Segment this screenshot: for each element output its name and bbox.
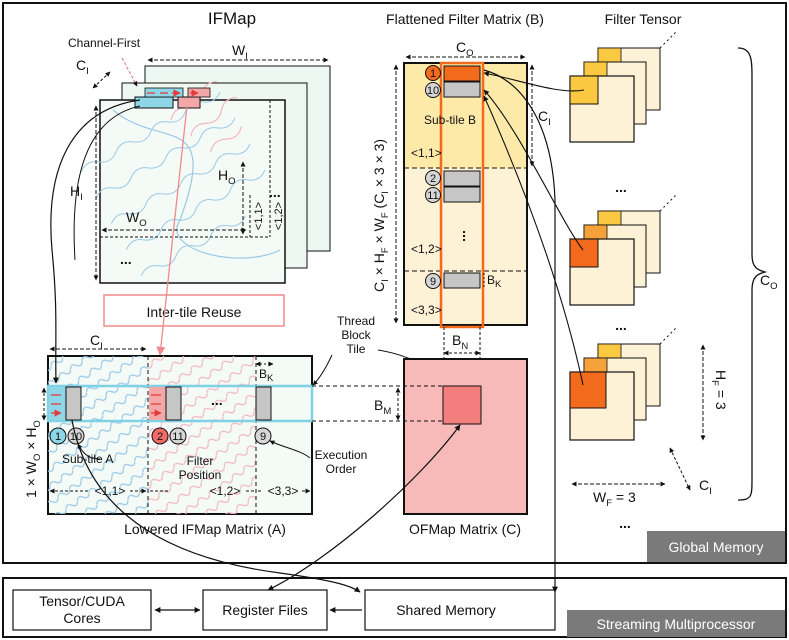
tensor-cores-label-1: Tensor/CUDA <box>39 593 125 609</box>
filter-tensor-ci-label: CI <box>699 477 712 497</box>
ifmap-ho-label: HO <box>218 167 236 187</box>
ifmap-to-lowered-arrow-1 <box>50 99 141 384</box>
ifmap-wi-label: WI <box>232 42 248 62</box>
ifmap-tensor <box>80 57 331 284</box>
lowered-pos-12: <1,2> <box>210 484 241 498</box>
filter-tensor-co-label: CO <box>760 272 778 292</box>
filter-matrix-dots: ... <box>460 230 476 242</box>
filter-tensor-to-matrix-3 <box>483 95 584 386</box>
lowered-bk-label: BK <box>259 367 274 384</box>
ofmap-bm-label: BM <box>374 397 391 417</box>
sm-label-bg <box>567 610 785 637</box>
inter-tile-reuse-box <box>103 294 285 327</box>
tensor-cores-label-2: Cores <box>63 610 100 626</box>
order-2: 2 <box>157 431 163 443</box>
lowered-pos-11: <1,1> <box>95 484 126 498</box>
thread-block-label-1: Thread <box>337 314 375 328</box>
filter-tensor-to-matrix-1 <box>483 71 585 92</box>
filter-matrix-order-10: 10 <box>427 85 439 97</box>
order-11: 11 <box>172 431 183 443</box>
ifmap-pos-a: <1,1> <box>253 202 265 230</box>
ifmap-title: IFMap <box>208 9 256 28</box>
filter-position-label-2: Position <box>179 468 222 482</box>
ofmap-title: OFMap Matrix (C) <box>409 521 521 537</box>
thread-block-label-3: Tile <box>347 342 366 356</box>
filter-matrix-co-label: CO <box>456 39 474 59</box>
filter-to-shared-arrow <box>483 69 558 593</box>
lowered-ci-label: CI <box>90 332 103 352</box>
filter-tensor-dots-2: ... <box>615 317 627 333</box>
ofmap-bn-label: BN <box>452 332 468 352</box>
filter-matrix-rows-label: CI × HF × WF (CI × 3 × 3) <box>371 139 391 292</box>
filter-tensor-dots-3: ... <box>619 515 631 531</box>
lowered-pos-33: <3,3> <box>268 484 299 498</box>
execution-order-label-1: Execution <box>315 448 368 462</box>
filter-matrix-title: Flattened Filter Matrix (B) <box>386 11 544 27</box>
filter-tensor <box>569 31 768 501</box>
register-to-ofmap-arrow <box>267 424 461 591</box>
filter-tensor-wf-label: WF = 3 <box>593 489 636 509</box>
lowered-row-label: 1 × WO × HO <box>23 420 43 498</box>
channel-first-label: Channel-First <box>68 36 141 50</box>
filter-matrix-order-11: 11 <box>427 190 438 202</box>
filter-matrix-pos-11: <1,1> <box>411 146 442 160</box>
ifmap-ci-label: CI <box>76 57 89 77</box>
thread-block-arrow-a <box>312 354 333 386</box>
register-files-box <box>202 589 328 631</box>
subtile-b-label: Sub-tile B <box>424 113 476 127</box>
filter-tensor-title: Filter Tensor <box>605 11 682 27</box>
execution-order-label-2: Order <box>326 462 357 476</box>
global-memory-label: Global Memory <box>669 539 764 555</box>
ifmap-wo-label: WO <box>126 209 147 229</box>
filter-tensor-to-matrix-2 <box>483 89 584 251</box>
reuse-arrow <box>156 105 188 356</box>
filter-tensor-hf-label: HF = 3 <box>709 370 729 410</box>
ifmap-hi-label: HI <box>70 183 83 203</box>
filter-matrix-ci-label: CI <box>538 108 551 128</box>
tensor-cores-box <box>12 589 152 631</box>
lowered-matrix-title: Lowered IFMap Matrix (A) <box>124 521 286 537</box>
order-1: 1 <box>55 431 61 443</box>
sm-label: Streaming Multiprocessor <box>597 616 756 632</box>
ofmap-matrix <box>312 358 528 515</box>
subtile-a-label: Sub-tile A <box>62 452 113 466</box>
inter-tile-reuse-label: Inter-tile Reuse <box>147 304 242 320</box>
ifmap-dots-v: ... <box>269 184 281 200</box>
ifmap-pos-b: <1,2> <box>273 202 285 230</box>
lowered-dots: ... <box>211 392 223 408</box>
filter-tensor-dots-1: ... <box>615 179 627 195</box>
filter-position-label-1: Filter <box>187 454 214 468</box>
shared-memory-box <box>364 589 556 631</box>
filter-matrix-pos-33: <3,3> <box>411 303 442 317</box>
filter-matrix-order-1: 1 <box>430 68 436 80</box>
filter-matrix-order-9: 9 <box>430 276 436 288</box>
filter-matrix-pos-12: <1,2> <box>411 242 442 256</box>
order-9: 9 <box>260 431 266 443</box>
thread-block-label-2: Block <box>341 328 371 342</box>
shared-memory-label: Shared Memory <box>396 602 496 618</box>
filter-matrix-bk-label: BK <box>487 273 502 290</box>
ifmap-dots-h: ... <box>120 251 132 267</box>
register-files-label: Register Files <box>222 602 308 618</box>
ifmap-to-lowered-arrow-2 <box>73 105 141 261</box>
filter-matrix-order-2: 2 <box>430 173 436 185</box>
global-memory-label-bg <box>647 531 785 562</box>
